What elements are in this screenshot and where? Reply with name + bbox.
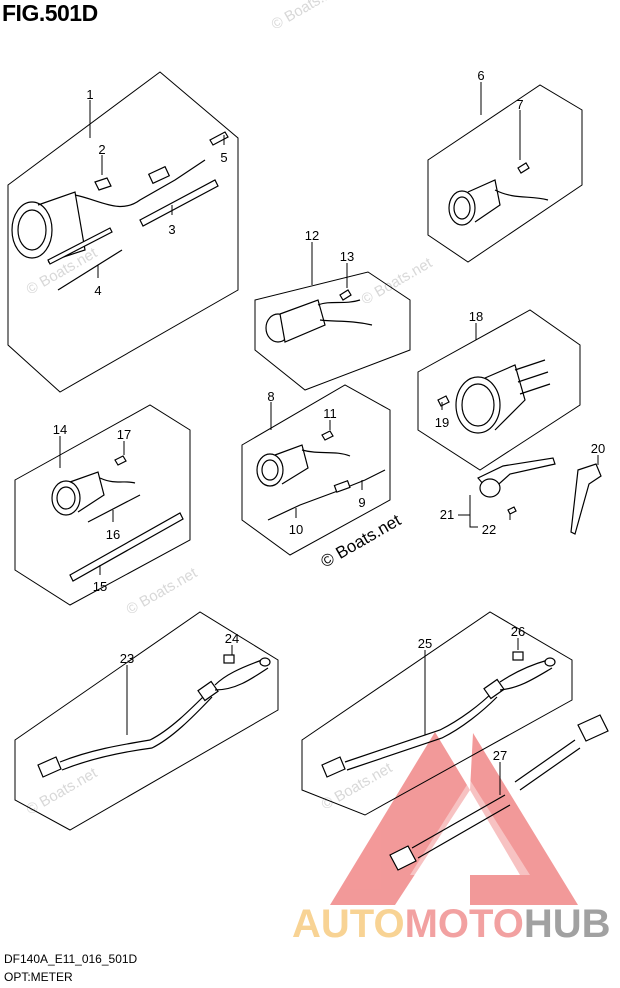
- group-box-23: [14, 611, 279, 831]
- harness-25: [321, 651, 556, 778]
- diagram-caption: OPT:METER: [4, 970, 73, 984]
- harness-23: [37, 654, 271, 778]
- group-box-1: [7, 71, 239, 393]
- logo-hub: HUB: [524, 902, 611, 946]
- group-box-8: [241, 384, 391, 556]
- logo-text: AUTOMOTOHUB: [292, 902, 611, 946]
- callout-18: 18: [469, 309, 483, 324]
- logo-moto: MOTO: [405, 902, 524, 946]
- watermark: © Boats.net: [269, 0, 346, 33]
- callout-5: 5: [220, 150, 227, 165]
- bracket-parts: [477, 457, 602, 535]
- callout-4: 4: [94, 283, 101, 298]
- callout-15: 15: [93, 579, 107, 594]
- watermark: © Boats.net: [359, 254, 436, 308]
- logo-auto: AUTO: [292, 902, 405, 946]
- meter-6: [448, 162, 549, 226]
- callout-20: 20: [591, 441, 605, 456]
- callout-25: 25: [418, 636, 432, 651]
- meter-12: [265, 289, 373, 343]
- callout-2: 2: [98, 142, 105, 157]
- watermark: © Boats.net: [24, 764, 101, 818]
- harness-27: [389, 714, 609, 871]
- callout-6: 6: [477, 68, 484, 83]
- callout-1: 1: [86, 87, 93, 102]
- group-box-18: [417, 309, 581, 471]
- diagram-code: DF140A_E11_016_501D: [4, 952, 138, 966]
- watermarks: © Boats.net © Boats.net © Boats.net © Bo…: [24, 0, 436, 818]
- callout-21: 21: [440, 507, 454, 522]
- callout-24: 24: [225, 631, 239, 646]
- meter-assembly-1: [11, 131, 229, 291]
- group-box-14: [14, 404, 191, 606]
- callout-11: 11: [323, 406, 337, 421]
- watermark: © Boats.net: [124, 564, 201, 618]
- callout-7: 7: [516, 97, 523, 112]
- callout-13: 13: [340, 249, 354, 264]
- callout-12: 12: [305, 228, 319, 243]
- callout-10: 10: [289, 522, 303, 537]
- callout-17: 17: [117, 427, 131, 442]
- group-box-6: [427, 84, 583, 263]
- meter-18: [437, 359, 551, 434]
- callout-23: 23: [120, 651, 134, 666]
- callout-9: 9: [358, 495, 365, 510]
- group-box-25: [301, 611, 573, 816]
- callout-3: 3: [168, 222, 175, 237]
- meter-14: [51, 455, 184, 582]
- group-box-12: [254, 271, 411, 391]
- callout-14: 14: [53, 422, 67, 437]
- leader-lines: [59, 82, 599, 795]
- callout-26: 26: [511, 624, 525, 639]
- callout-16: 16: [106, 527, 120, 542]
- boats-net-watermark: © Boats.net: [318, 510, 405, 571]
- figure-title: FIG.501D: [2, 0, 98, 26]
- callout-8: 8: [267, 389, 274, 404]
- callout-numbers: 1 2 3 4 5 6 7 8 9 10 11 12 13 14 15 16 1…: [53, 68, 605, 763]
- callout-27: 27: [493, 748, 507, 763]
- callout-19: 19: [435, 415, 449, 430]
- callout-22: 22: [482, 522, 496, 537]
- meter-8: [256, 430, 386, 521]
